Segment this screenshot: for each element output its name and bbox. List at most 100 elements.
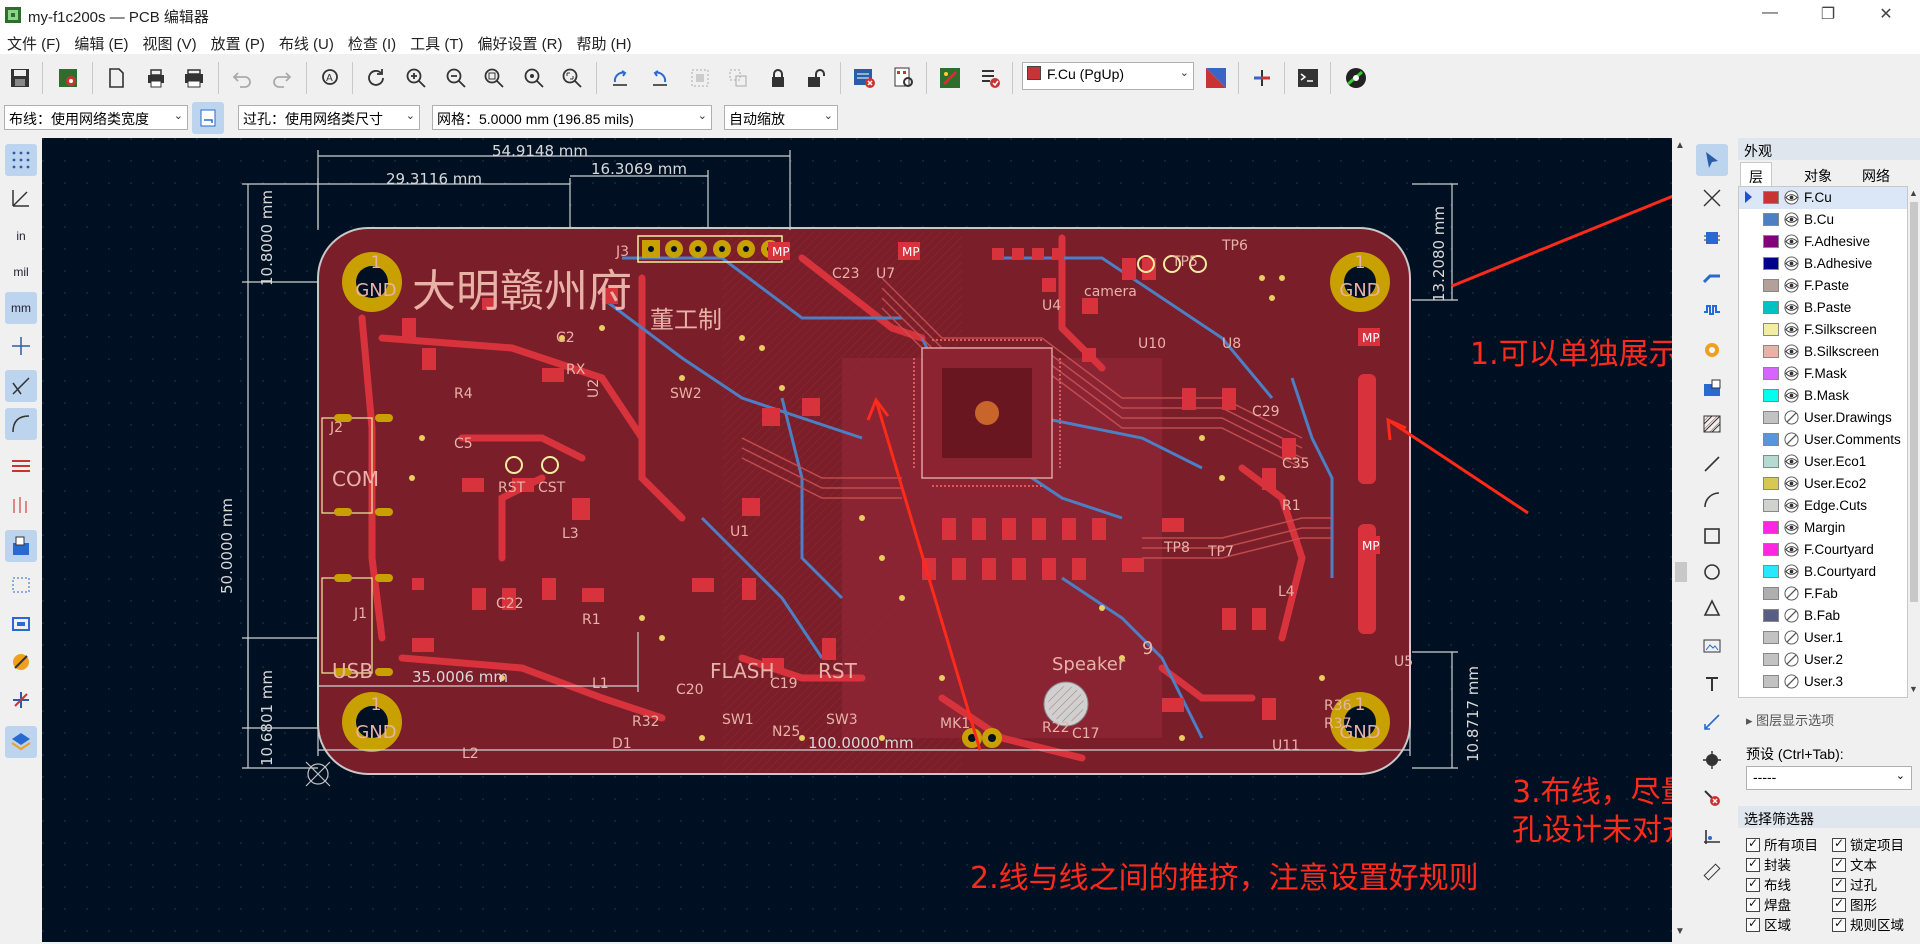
checkbox[interactable] <box>1832 876 1846 892</box>
select-tool-icon[interactable] <box>1696 144 1728 176</box>
save-icon[interactable] <box>4 62 36 94</box>
net-color-icon[interactable] <box>5 488 37 520</box>
add-image-icon[interactable] <box>1696 630 1728 662</box>
refresh-icon[interactable] <box>360 62 392 94</box>
menu-edit[interactable]: 编辑 (E) <box>74 36 129 53</box>
menu-place[interactable]: 放置 (P) <box>210 36 265 53</box>
eye-hidden-icon[interactable] <box>1784 608 1799 623</box>
filter-vias[interactable]: 过孔 <box>1832 874 1877 894</box>
eye-icon[interactable] <box>1784 366 1799 381</box>
rotate-cw-icon[interactable] <box>644 62 676 94</box>
print-icon[interactable] <box>140 62 172 94</box>
layer-color-swatch[interactable] <box>1763 631 1779 644</box>
flip-layer-icon[interactable] <box>1246 62 1278 94</box>
eye-icon[interactable] <box>1784 322 1799 337</box>
menu-inspect[interactable]: 检查 (I) <box>347 36 397 53</box>
layer-color-swatch[interactable] <box>1763 653 1779 666</box>
layer-color-swatch[interactable] <box>1763 477 1779 490</box>
auto-track-width-toggle[interactable] <box>192 102 224 134</box>
layer-row[interactable]: B.Courtyard <box>1739 561 1907 583</box>
plot-icon[interactable] <box>178 62 210 94</box>
zoom-selection-icon[interactable] <box>556 62 588 94</box>
eye-hidden-icon[interactable] <box>1784 674 1799 689</box>
footprint-browser-icon[interactable] <box>888 62 920 94</box>
drc-icon[interactable] <box>974 62 1006 94</box>
layer-color-swatch[interactable] <box>1763 587 1779 600</box>
checkbox[interactable] <box>1746 856 1760 872</box>
units-mil-button[interactable]: mil <box>13 265 29 279</box>
track-width-dropdown[interactable]: 布线：使用网络类宽度⌄ <box>4 105 188 130</box>
checkbox[interactable] <box>1746 896 1760 912</box>
tab-objects[interactable]: 对象 <box>1804 168 1832 184</box>
layer-color-swatch[interactable] <box>1763 235 1779 248</box>
menu-tools[interactable]: 工具 (T) <box>410 36 464 53</box>
layer-color-swatch[interactable] <box>1763 345 1779 358</box>
layer-color-swatch[interactable] <box>1763 565 1779 578</box>
layer-color-swatch[interactable] <box>1763 389 1779 402</box>
scroll-down-icon[interactable]: ▼ <box>1909 684 1918 694</box>
layer-color-swatch[interactable] <box>1763 499 1779 512</box>
layer-select-dropdown[interactable]: F.Cu (PgUp) ⌄ <box>1022 62 1194 90</box>
layer-color-swatch[interactable] <box>1763 411 1779 424</box>
scroll-thumb[interactable] <box>1675 562 1687 582</box>
unlock-icon[interactable] <box>800 62 832 94</box>
route-track-icon[interactable] <box>1696 258 1728 290</box>
measure-tool-icon[interactable] <box>1696 856 1728 888</box>
grid-toggle-icon[interactable] <box>5 144 37 176</box>
layer-row[interactable]: F.Paste <box>1739 275 1907 297</box>
layer-color-swatch[interactable] <box>1763 257 1779 270</box>
filter-footprints[interactable]: 封装 <box>1746 854 1791 874</box>
layer-color-swatch[interactable] <box>1763 675 1779 688</box>
eye-hidden-icon[interactable] <box>1784 410 1799 425</box>
menu-preferences[interactable]: 偏好设置 (R) <box>477 36 563 53</box>
cursor-shape-icon[interactable] <box>5 330 37 362</box>
filter-rule-areas[interactable]: 规则区域 <box>1832 914 1904 934</box>
high-contrast-icon[interactable] <box>5 450 37 482</box>
layer-display-options[interactable]: ▸ 图层显示选项 <box>1746 713 1835 728</box>
layer-color-swatch[interactable] <box>1763 279 1779 292</box>
zoom-out-icon[interactable] <box>440 62 472 94</box>
checkbox[interactable] <box>1746 876 1760 892</box>
layer-row[interactable]: Margin <box>1739 517 1907 539</box>
eye-icon[interactable] <box>1784 212 1799 227</box>
layer-row[interactable]: B.Cu <box>1739 209 1907 231</box>
eye-icon[interactable] <box>1784 520 1799 535</box>
draw-polygon-icon[interactable] <box>1696 592 1728 624</box>
eye-icon[interactable] <box>1784 344 1799 359</box>
zoom-fit-icon[interactable] <box>478 62 510 94</box>
find-icon[interactable]: A <box>314 62 346 94</box>
checkbox[interactable] <box>1832 856 1846 872</box>
pcb-canvas[interactable]: 1 GND 1 GND 1 GND 1 GND 大明赣州府 董工制 COM US… <box>42 138 1672 942</box>
draw-arc-icon[interactable] <box>1696 484 1728 516</box>
filter-graphics[interactable]: 图形 <box>1832 894 1877 914</box>
eye-icon[interactable] <box>1784 190 1799 205</box>
close-button[interactable]: ✕ <box>1879 6 1893 23</box>
eye-hidden-icon[interactable] <box>1784 432 1799 447</box>
layer-row[interactable]: User.1 <box>1739 627 1907 649</box>
eye-hidden-icon[interactable] <box>1784 586 1799 601</box>
eye-icon[interactable] <box>1784 476 1799 491</box>
undo-icon[interactable] <box>226 62 258 94</box>
scroll-down-icon[interactable]: ▼ <box>1675 926 1685 937</box>
units-mm-button[interactable]: mm <box>5 292 37 324</box>
add-dimension-icon[interactable] <box>1696 706 1728 738</box>
units-inch-button[interactable]: in <box>16 229 26 243</box>
filter-text[interactable]: 文本 <box>1832 854 1877 874</box>
ungroup-icon[interactable] <box>722 62 754 94</box>
add-text-icon[interactable] <box>1696 668 1728 700</box>
track-outline-icon[interactable] <box>5 684 37 716</box>
layer-color-swatch[interactable] <box>1763 213 1779 226</box>
menu-route[interactable]: 布线 (U) <box>278 36 334 53</box>
layer-row[interactable]: User.2 <box>1739 649 1907 671</box>
curved-ratsnest-icon[interactable] <box>5 408 37 440</box>
preset-dropdown[interactable]: ----- ⌄ <box>1746 766 1912 790</box>
zoom-in-icon[interactable] <box>400 62 432 94</box>
add-zone-icon[interactable] <box>1696 372 1728 404</box>
layer-row[interactable]: User.Eco2 <box>1739 473 1907 495</box>
eye-icon[interactable] <box>1784 564 1799 579</box>
layer-color-swatch[interactable] <box>1763 367 1779 380</box>
console-icon[interactable] <box>1292 62 1324 94</box>
zone-fill-icon[interactable] <box>5 530 37 562</box>
layer-row[interactable]: F.Adhesive <box>1739 231 1907 253</box>
board-setup-icon[interactable] <box>52 62 84 94</box>
